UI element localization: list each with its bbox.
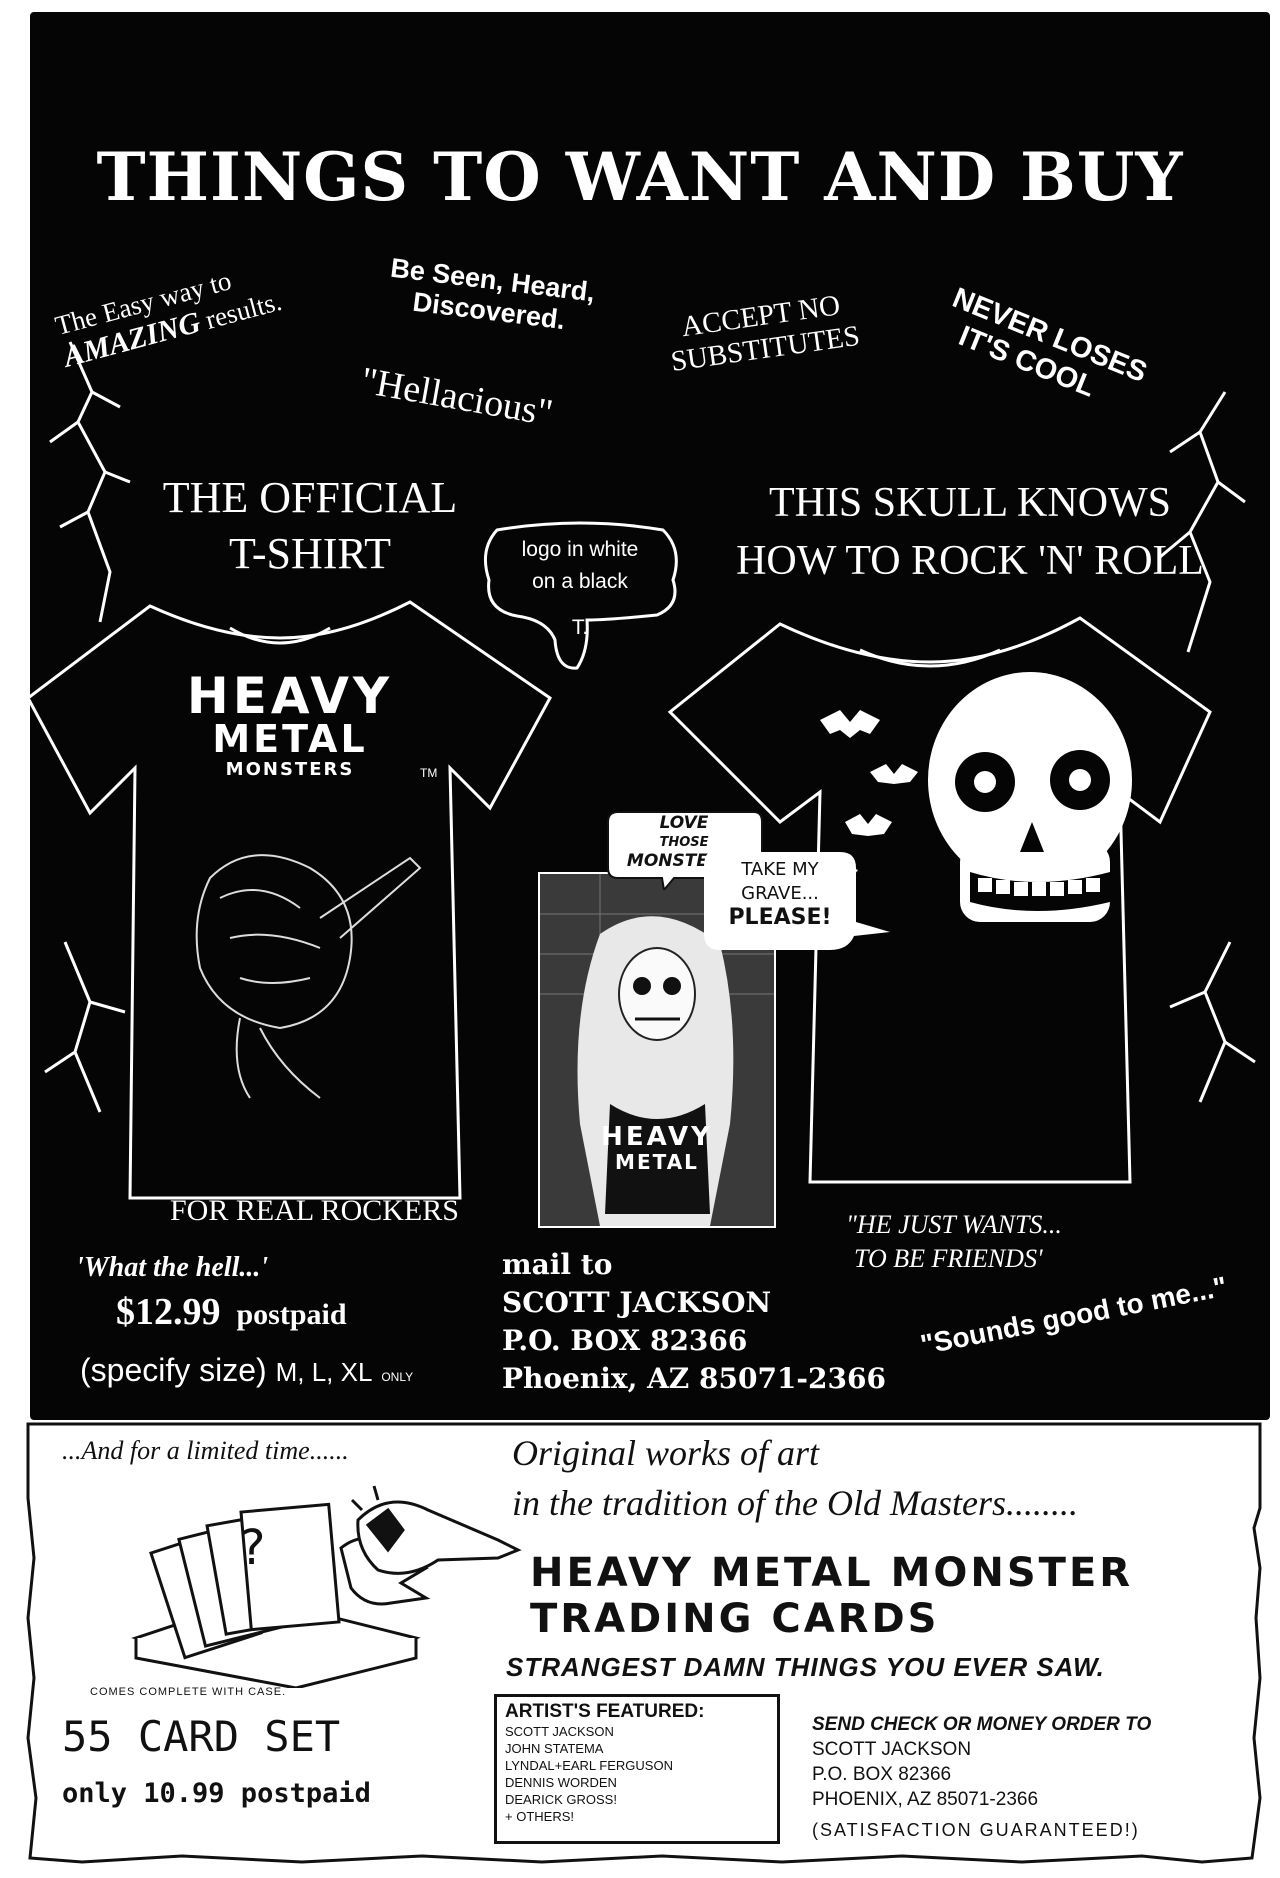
artists-box: ARTIST'S FEATURED: SCOTT JACKSON JOHN ST… <box>494 1694 780 1844</box>
shirt-price: $12.99 postpaid <box>116 1290 347 1334</box>
logo-note-bubble: logo in white on a black T. <box>477 520 683 674</box>
right-shirt-heading-line2: HOW TO ROCK 'N' ROLL <box>736 538 1204 584</box>
price-value: $12.99 <box>116 1291 221 1333</box>
send-check-info: SEND CHECK OR MONEY ORDER TO SCOTT JACKS… <box>812 1712 1151 1843</box>
mail-name: SCOTT JACKSON <box>502 1286 772 1319</box>
case-note: COMES COMPLETE WITH CASE. <box>90 1686 287 1698</box>
photo-logo-heavy: HEAVY <box>601 1122 713 1152</box>
artists-list: SCOTT JACKSON JOHN STATEMA LYNDAL+EARL F… <box>497 1723 777 1825</box>
card-question-mark: ? <box>240 1520 266 1576</box>
original-line2: in the tradition of the Old Masters.....… <box>512 1483 1078 1523</box>
center-photo-figure <box>540 874 774 1226</box>
quote-line2: TO BE FRIENDS' <box>854 1244 1043 1273</box>
love-line2: THOSE <box>659 835 709 850</box>
take-my-grave-bubble: TAKE MY GRAVE... PLEASE! <box>704 858 856 930</box>
mail-city: Phoenix, AZ 85071-2366 <box>502 1362 886 1395</box>
logo-bubble-line1: logo in white <box>521 538 639 561</box>
artist-item: JOHN STATEMA <box>505 1741 604 1756</box>
heavy-metal-monsters-logo: HEAVY METAL MONSTERS <box>170 667 410 780</box>
left-shirt-heading-line1: THE OFFICIAL <box>162 473 458 522</box>
left-tshirt: HEAVY METAL MONSTERS TM <box>20 598 560 1208</box>
trading-cards-title: HEAVY METAL MONSTER TRADING CARDS <box>530 1550 1133 1642</box>
send-name: SCOTT JACKSON <box>812 1739 972 1760</box>
send-city: PHOENIX, AZ 85071-2366 <box>812 1789 1039 1810</box>
what-the-hell: 'What the hell...' <box>76 1252 269 1283</box>
specify-size: (specify size) <box>80 1352 267 1388</box>
send-box: P.O. BOX 82366 <box>812 1764 952 1785</box>
size-info: (specify size) M, L, XL ONLY <box>80 1352 413 1389</box>
left-shirt-heading: THE OFFICIAL T-SHIRT <box>120 470 500 582</box>
logo-bubble-line2: on a black <box>532 570 628 593</box>
send-line1: SEND CHECK OR MONEY ORDER TO <box>812 1714 1152 1735</box>
grave-line3: PLEASE! <box>728 905 832 930</box>
left-shirt-heading-line2: T-SHIRT <box>229 529 391 578</box>
cards-title-line2: TRADING CARDS <box>530 1596 940 1642</box>
logo-monsters: MONSTERS <box>225 759 355 780</box>
strangest-things: STRANGEST DAMN THINGS YOU EVER SAW. <box>506 1652 1105 1682</box>
logo-metal: METAL <box>212 717 368 761</box>
mail-to-address: mail to SCOTT JACKSON P.O. BOX 82366 Pho… <box>502 1246 886 1398</box>
trademark-mark: TM <box>420 766 438 780</box>
artists-heading: ARTIST'S FEATURED: <box>505 1701 705 1722</box>
left-shirt-caption: FOR REAL ROCKERS <box>170 1194 459 1227</box>
artist-item: + OTHERS! <box>505 1809 574 1824</box>
left-tshirt-outline <box>26 600 552 1200</box>
logo-heavy: HEAVY <box>186 667 394 725</box>
satisfaction-guarantee: (SATISFACTION GUARANTEED!) <box>812 1820 1140 1840</box>
quote-line1: "HE JUST WANTS... <box>846 1210 1062 1239</box>
artist-item: LYNDAL+EARL FERGUSON <box>505 1758 673 1773</box>
right-shirt-quote: "HE JUST WANTS... TO BE FRIENDS' <box>846 1208 1062 1276</box>
grave-line1: TAKE MY <box>741 859 819 880</box>
bottom-torn-border <box>26 1422 1262 1864</box>
limited-time: ...And for a limited time...... <box>62 1436 349 1465</box>
artist-item: SCOTT JACKSON <box>505 1724 614 1739</box>
sizes-only: ONLY <box>381 1370 414 1384</box>
right-tshirt: TAKE MY GRAVE... PLEASE! <box>660 602 1220 1192</box>
right-tshirt-outline <box>667 616 1212 1184</box>
lightning-decoration <box>44 341 1256 1113</box>
artist-item: DEARICK GROSS! <box>505 1792 617 1807</box>
card-set-price: only 10.99 postpaid <box>62 1778 371 1809</box>
page-title: THINGS TO WANT AND BUY <box>96 138 1184 216</box>
mail-box: P.O. BOX 82366 <box>502 1324 748 1357</box>
right-shirt-heading: THIS SKULL KNOWS HOW TO ROCK 'N' ROLL <box>700 474 1240 590</box>
logo-bubble-line3: T. <box>571 616 589 639</box>
grave-line2: GRAVE... <box>741 883 819 904</box>
original-line1: Original works of art <box>512 1433 820 1473</box>
cards-title-line1: HEAVY METAL MONSTER <box>530 1550 1134 1596</box>
love-line1: LOVE <box>659 813 709 833</box>
photo-logo-metal: METAL <box>615 1150 699 1174</box>
mail-label: mail to <box>502 1248 613 1281</box>
original-works: Original works of art in the tradition o… <box>512 1428 1078 1528</box>
card-set-illustration <box>131 1502 431 1688</box>
photo-shirt-logo: HEAVY METAL <box>540 1124 774 1174</box>
price-postpaid: postpaid <box>236 1298 347 1331</box>
card-set-label: 55 CARD SET <box>62 1712 341 1761</box>
artist-item: DENNIS WORDEN <box>505 1775 617 1790</box>
size-options: M, L, XL <box>275 1357 373 1387</box>
pointing-glove-icon <box>350 1485 522 1575</box>
bubble-outline <box>483 521 678 670</box>
center-photo: HEAVY METAL <box>538 872 776 1228</box>
right-shirt-heading-line1: THIS SKULL KNOWS <box>768 480 1172 526</box>
